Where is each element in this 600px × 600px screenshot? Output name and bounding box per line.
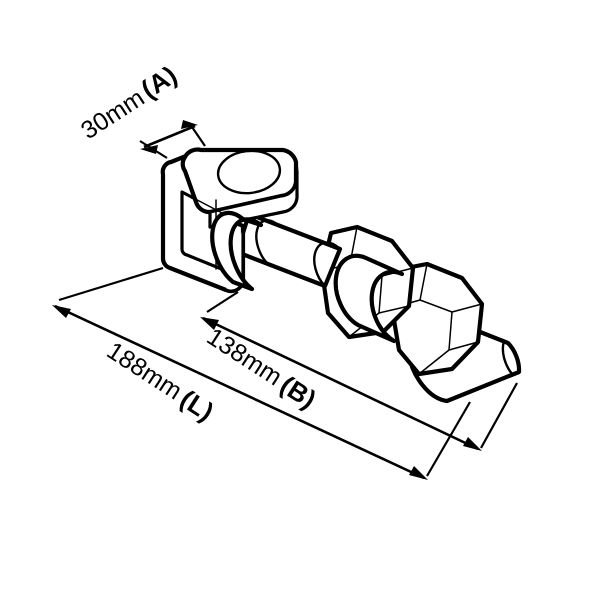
hex-nut-first-edge-d (378, 305, 410, 314)
dimension-l-arrow-left (52, 305, 71, 318)
dimension-a-arrow-left (140, 145, 158, 154)
dimension-b-arrow-right (463, 437, 482, 451)
top-plate-hole (216, 149, 282, 195)
dimension-l-arrow-right (409, 466, 428, 480)
hex-nut-second (389, 261, 485, 377)
dimension-a-arrow-right (181, 120, 198, 129)
bolt-shank-section-line (255, 219, 281, 266)
dimension-b-ext-left (206, 291, 239, 313)
dimension-l-ext-left (58, 266, 164, 302)
rod-end-face-ellipse (501, 339, 515, 377)
dimension-l-line (54, 304, 425, 480)
washer-collar (333, 253, 405, 344)
dimension-a-ext-right (191, 126, 206, 147)
dimension-a-line (143, 124, 196, 149)
bolt-shank-right-ellipse (313, 241, 342, 288)
clevis-bracket-part (160, 147, 299, 294)
dimension-b-ext-right (480, 382, 518, 449)
bracket-top-plate-thickness (208, 160, 299, 229)
dimension-b-arrow-left (200, 317, 219, 330)
bracket-boss (210, 210, 264, 292)
dimension-b-line (202, 316, 479, 451)
dimension-l-ext-right (426, 401, 471, 477)
bracket-window-inner-diag (181, 191, 225, 215)
hex-nut-second-edge-d (448, 341, 479, 351)
washer-collar-body (333, 253, 405, 344)
